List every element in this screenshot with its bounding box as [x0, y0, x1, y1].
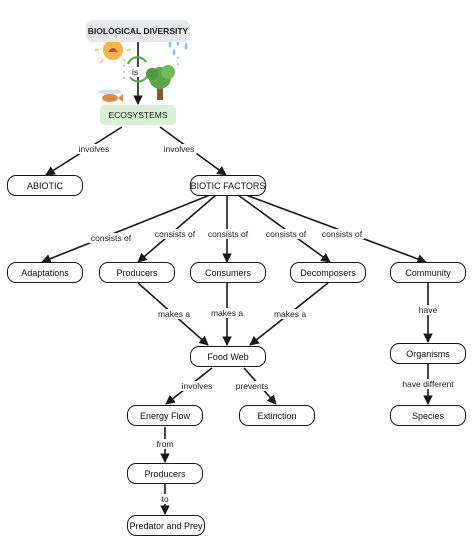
link-label-involves: involves	[76, 144, 112, 154]
link-label-involves: involves	[179, 381, 215, 391]
link-label-consists-of: consists of	[152, 229, 198, 239]
link-label-from: from	[154, 439, 176, 449]
link-label-makes-a: makes a	[208, 308, 246, 318]
node-organisms[interactable]: Organisms	[390, 343, 466, 364]
tree-icon	[146, 65, 175, 100]
link-label-consists-of: consists of	[88, 233, 134, 243]
ecosystems-node: ECOSYSTEMS	[100, 105, 176, 125]
node-species[interactable]: Species	[390, 405, 466, 426]
node-consumers[interactable]: Consumers	[190, 262, 266, 283]
title-banner: BIOLOGICAL DIVERSITY	[86, 20, 190, 42]
node-community[interactable]: Community	[390, 262, 466, 283]
node-extinction[interactable]: Extinction	[239, 405, 315, 426]
node-predator-and-prey[interactable]: Predator and Prey	[127, 515, 205, 536]
consists-adaptations-arrow	[41, 194, 211, 264]
link-label-have-different: have different	[400, 379, 456, 389]
node-biotic-factors[interactable]: BIOTIC FACTORS	[190, 175, 266, 196]
consists-producers-arrow	[137, 194, 217, 263]
link-label-involves: involves	[161, 144, 197, 154]
link-label-have: have	[416, 305, 440, 315]
link-label-to: to	[159, 494, 171, 504]
node-energy-flow[interactable]: Energy Flow	[127, 405, 203, 426]
node-abiotic[interactable]: ABIOTIC	[7, 175, 83, 196]
link-label-consists-of: consists of	[319, 229, 365, 239]
node-producers-lower[interactable]: Producers	[127, 463, 203, 484]
fish-icon	[98, 90, 123, 102]
node-producers[interactable]: Producers	[99, 262, 175, 283]
node-adaptations[interactable]: Adaptations	[7, 262, 83, 283]
node-decomposers[interactable]: Decomposers	[290, 262, 366, 283]
link-label-makes-a: makes a	[271, 309, 309, 319]
link-label-makes-a: makes a	[155, 309, 193, 319]
link-label-prevents: prevents	[233, 381, 271, 391]
consists-community-arrow	[245, 194, 427, 264]
link-label-consists-of: consists of	[205, 229, 251, 239]
header-illustration	[95, 32, 188, 102]
is-label: is	[130, 67, 141, 77]
node-food-web[interactable]: Food Web	[190, 346, 266, 367]
consists-decomposers-arrow	[237, 194, 331, 263]
link-label-consists-of: consists of	[263, 229, 309, 239]
